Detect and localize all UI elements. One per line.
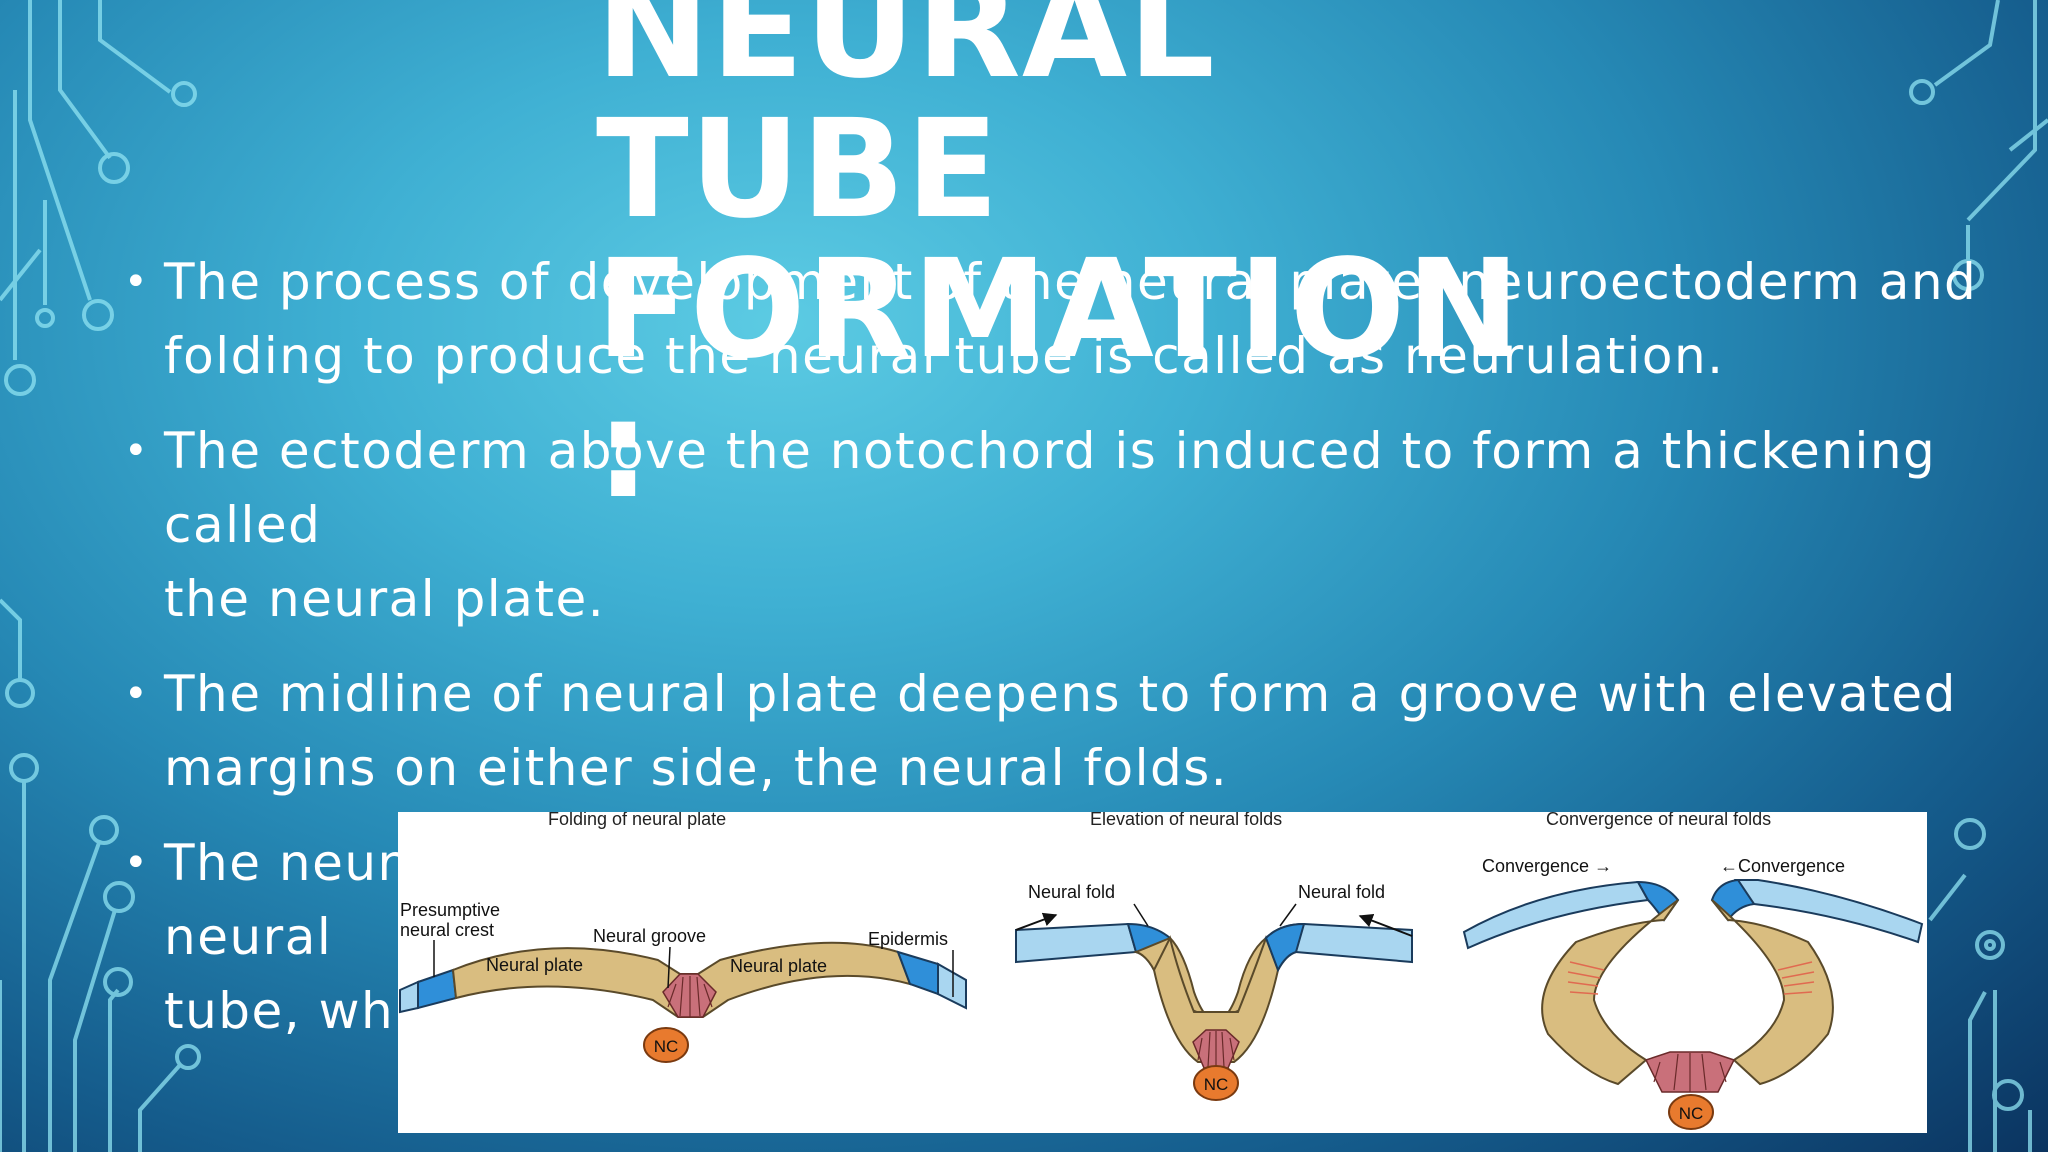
bullet-item: • The ectoderm above the notochord is in… bbox=[124, 414, 2004, 636]
neural-tube-diagram: Folding of neural plate NC Presumptive n… bbox=[398, 809, 1927, 1133]
panel3-title: Convergence of neural folds bbox=[1546, 812, 1771, 829]
label-epidermis: Epidermis bbox=[868, 929, 948, 949]
label-neural-fold-right: Neural fold bbox=[1298, 882, 1385, 902]
neural-crest-right-2 bbox=[1264, 922, 1306, 973]
nc-label: NC bbox=[654, 1037, 679, 1056]
bullet-text-line: folding to produce the neural tube is ca… bbox=[164, 327, 1725, 385]
label-neural-groove: Neural groove bbox=[593, 926, 706, 946]
panel-elevation: Elevation of neural folds NC Neural fold… bbox=[1015, 809, 1413, 1101]
panel2-title: Elevation of neural folds bbox=[1090, 812, 1282, 829]
slide-title: NEURAL TUBE FORMATION : bbox=[596, 0, 1520, 520]
nc-label-3: NC bbox=[1679, 1104, 1704, 1123]
bullet-text-line: margins on either side, the neural folds… bbox=[164, 739, 1229, 797]
bullet-dot-icon: • bbox=[124, 840, 150, 886]
bullet-text-line: tube, whi bbox=[164, 982, 410, 1040]
label-neural-fold-left: Neural fold bbox=[1028, 882, 1115, 902]
panel-folding: Folding of neural plate NC Presumptive n… bbox=[399, 809, 967, 1063]
notochord-1 bbox=[643, 1027, 689, 1063]
title-line-1: NEURAL TUBE bbox=[596, 0, 1216, 249]
epidermis-right bbox=[937, 962, 967, 1010]
epidermis-right-3 bbox=[1734, 879, 1924, 944]
nc-label-2: NC bbox=[1204, 1075, 1229, 1094]
notochord-2 bbox=[1193, 1065, 1239, 1101]
bullet-text-line: the neural plate. bbox=[164, 570, 606, 628]
bullet-item: • The process of development of the neur… bbox=[124, 245, 2004, 393]
bullet-text-line: The midline of neural plate deepens to f… bbox=[164, 665, 1957, 723]
panel-convergence: Convergence of neural folds Convergence … bbox=[1462, 809, 1924, 1130]
label-convergence-left: Convergence → bbox=[1482, 856, 1612, 876]
bullet-text-line: The process of development of the neural… bbox=[164, 253, 1978, 311]
label-neural-plate-left: Neural plate bbox=[486, 955, 583, 975]
neural-crest-left bbox=[417, 968, 458, 1010]
neural-wall-right-3 bbox=[1711, 899, 1834, 1086]
bullet-dot-icon: • bbox=[124, 259, 150, 305]
label-presumptive: Presumptive bbox=[400, 900, 500, 920]
bullet-dot-icon: • bbox=[124, 671, 150, 717]
label-neural-plate-right: Neural plate bbox=[730, 956, 827, 976]
epidermis-left bbox=[399, 980, 419, 1014]
bullet-item: • The midline of neural plate deepens to… bbox=[124, 657, 2004, 805]
title-line-2: FORMATION : bbox=[596, 231, 1522, 529]
label-convergence-right: ←Convergence bbox=[1720, 856, 1845, 876]
panel1-title: Folding of neural plate bbox=[548, 812, 726, 829]
bullet-dot-icon: • bbox=[124, 428, 150, 474]
label-neural-crest: neural crest bbox=[400, 920, 494, 940]
notochord-3 bbox=[1668, 1094, 1714, 1130]
epidermis-left-2 bbox=[1015, 922, 1138, 964]
bullet-text-line: The ectoderm above the notochord is indu… bbox=[164, 422, 1937, 554]
